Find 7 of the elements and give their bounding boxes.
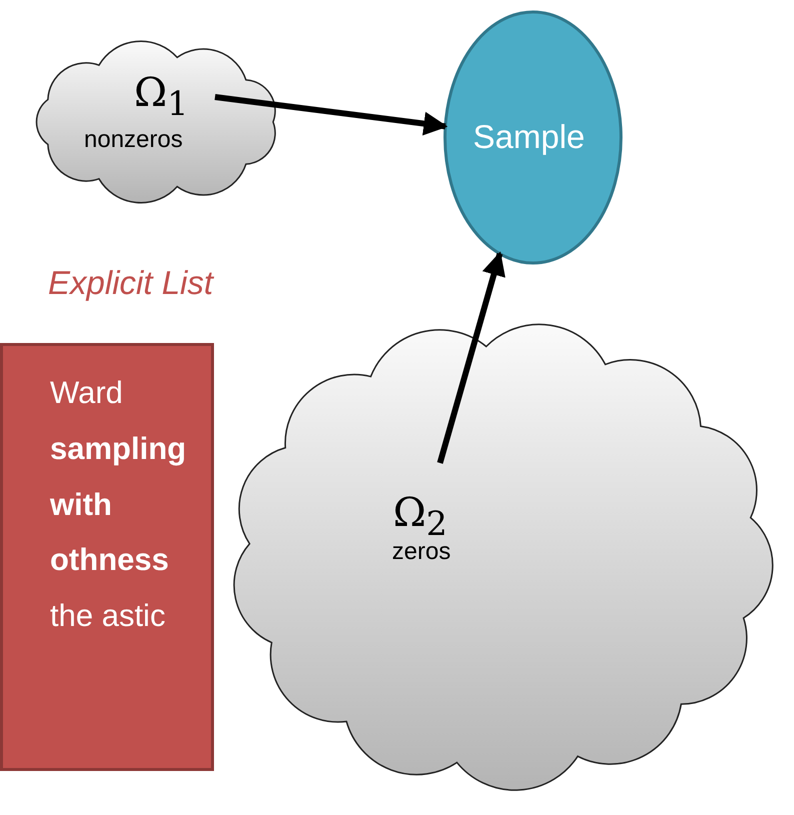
node-label: Sample [473, 118, 585, 156]
arrow [437, 251, 506, 464]
note-text: Ward sampling with othness the astic [50, 374, 186, 636]
caption-text: Explicit List [48, 264, 214, 302]
omega-symbol: Ω$_{1}$ [134, 70, 188, 123]
node-label: nonzeros [84, 126, 183, 154]
arrow [214, 94, 448, 136]
